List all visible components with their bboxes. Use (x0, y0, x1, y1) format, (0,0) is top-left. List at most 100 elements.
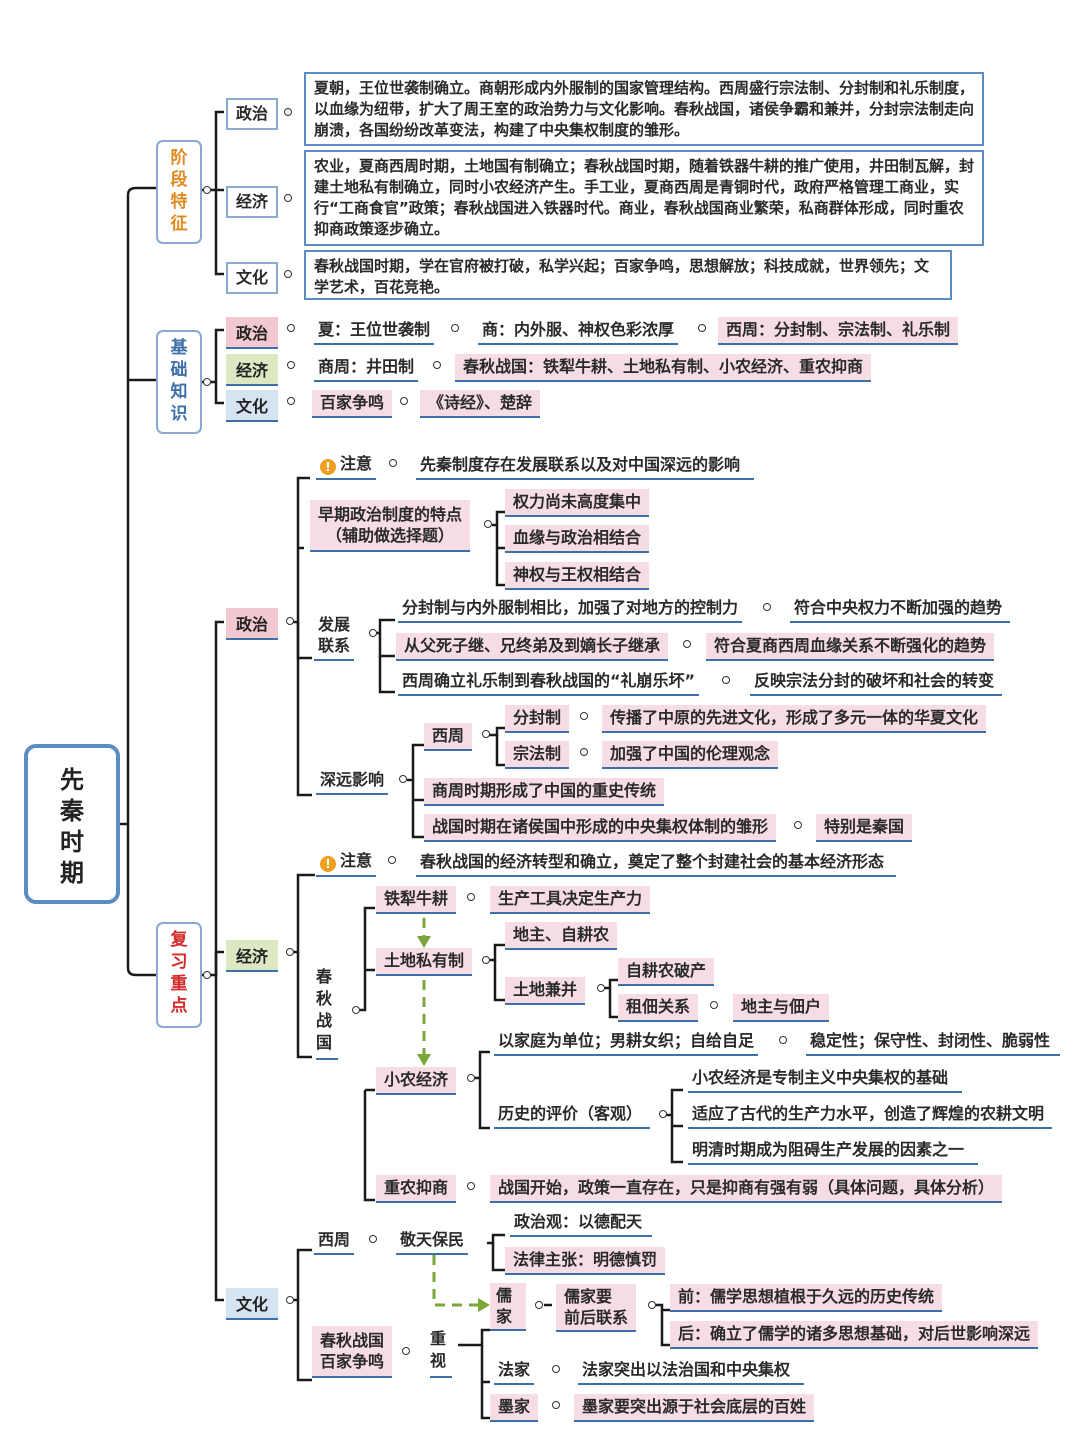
impact-shang: 商周时期形成了中国的重史传统 (424, 778, 665, 806)
impact-warring: 战国时期在诸侯国中形成的中央集权体制的雏形 (424, 814, 777, 842)
connector-dot (451, 324, 459, 332)
politics-note-text: 先秦制度存在发展联系以及对中国深远的影响 (416, 455, 755, 480)
dev-row-a: 从父死子继、兄终弟及到嫡长子继承 (396, 633, 669, 661)
econ-iron-effect: 生产工具决定生产力 (490, 886, 651, 914)
early-politics-features: 早期政治制度的特点（辅助做选择题） (310, 500, 471, 552)
connector-dot (484, 520, 492, 528)
connector-dot (399, 775, 407, 783)
dev-row-a: 分封制与内外服制相比，加强了对地方的控制力 (398, 598, 743, 623)
connector-dot (284, 108, 292, 116)
connector-dot (580, 748, 588, 756)
connector-dot (467, 893, 475, 901)
econ-merge-a: 自耕农破产 (618, 958, 715, 986)
early-feature-item: 神权与王权相结合 (505, 562, 650, 590)
impact-warring-note: 特别是秦国 (816, 814, 913, 842)
basic-culture-label: 文化 (226, 390, 279, 422)
connector-dot (287, 397, 295, 405)
connector-dot (722, 676, 730, 684)
connector-dot (203, 378, 211, 386)
connector-dot (284, 194, 292, 202)
culture-mo-text: 墨家要突出源于社会底层的百姓 (574, 1394, 815, 1422)
culture-jingtian: 敬天保民 (396, 1230, 469, 1255)
connector-dot (369, 629, 377, 637)
culture-focus: 重视 (430, 1328, 452, 1378)
culture-ru-back: 后：确立了儒学的诸多思想基础，对后世影响深远 (670, 1321, 1039, 1349)
branch-basic: 基础知识 (156, 330, 202, 434)
economy-period-label: 春秋战国 (316, 966, 338, 1060)
basic-politics-label: 政治 (226, 317, 279, 349)
connector-dot (203, 186, 211, 194)
econ-eval-item: 明清时期成为阻碍生产发展的因素之一 (688, 1140, 979, 1165)
connector-dot (482, 956, 490, 964)
basic-culture-item: 百家争鸣 (312, 390, 393, 418)
connector-dot (287, 324, 295, 332)
root-topic: 先秦时期 (24, 744, 120, 904)
impact-fengjian-effect: 传播了中原的先进文化，形成了多元一体的华夏文化 (602, 705, 987, 733)
culture-ru: 儒家 (490, 1283, 526, 1331)
connector-dot (763, 603, 771, 611)
econ-small-a2: 稳定性；保守性、封闭性、脆弱性 (806, 1031, 1061, 1056)
econ-iron: 铁犁牛耕 (376, 886, 457, 914)
culture-politics-view: 政治观：以德配天 (510, 1212, 653, 1237)
econ-merge-b: 租佃关系 (618, 994, 699, 1022)
connector-dot (369, 1235, 377, 1243)
stage-economy-text: 农业，夏商西周时期，土地国有制确立；春秋战国时期，随着铁器牛耕的推广使用，井田制… (304, 150, 984, 246)
culture-ru-front: 前：儒学思想植根于久远的历史传统 (670, 1284, 943, 1312)
econ-land-a: 地主、自耕农 (505, 922, 618, 950)
basic-economy-item: 商周：井田制 (314, 357, 419, 382)
review-economy-label: 经济 (226, 940, 279, 972)
econ-small: 小农经济 (376, 1067, 457, 1095)
review-culture-label: 文化 (226, 1288, 279, 1320)
connector-dot (467, 1074, 475, 1082)
warning-icon: ! (320, 459, 336, 475)
culture-fa-text: 法家突出以法治国和中央集权 (578, 1360, 805, 1385)
basic-economy-item: 春秋战国：铁犁牛耕、土地私有制、小农经济、重农抑商 (455, 354, 872, 382)
connector-dot (389, 459, 397, 467)
connector-dot (659, 1110, 667, 1118)
connector-dot (287, 361, 295, 369)
stage-culture-text: 春秋战国时期，学在官府被打破，私学兴起；百家争鸣，思想解放；科技成就，世界领先；… (304, 250, 952, 300)
connector-dot (402, 1347, 410, 1355)
connector-dot (552, 1365, 560, 1373)
connector-dot (482, 730, 490, 738)
connector-dot (400, 397, 408, 405)
econ-eval-item: 小农经济是专制主义中央集权的基础 (688, 1068, 963, 1093)
dev-row-b: 符合夏商西周血缘关系不断强化的趋势 (706, 633, 995, 661)
connector-dot (535, 1301, 543, 1309)
culture-mo: 墨家 (490, 1394, 539, 1422)
connector-dot (580, 712, 588, 720)
early-feature-item: 血缘与政治相结合 (505, 525, 650, 553)
branch-stage: 阶段特征 (156, 140, 202, 244)
connector-dot (794, 821, 802, 829)
culture-law-view: 法律主张：明德慎罚 (505, 1247, 666, 1275)
connector-dot (286, 617, 294, 625)
econ-merge-c: 地主与佃户 (733, 994, 830, 1022)
early-feature-item: 权力尚未高度集中 (505, 489, 650, 517)
basic-politics-item: 西周：分封制、宗法制、礼乐制 (718, 317, 959, 345)
connector-dot (710, 1001, 718, 1009)
stage-politics-label: 政治 (226, 98, 279, 130)
econ-eval-item: 适应了古代的生产力水平，创造了辉煌的农耕文明 (688, 1104, 1053, 1129)
basic-culture-item: 《诗经》、楚辞 (420, 390, 541, 418)
culture-fa: 法家 (494, 1360, 535, 1385)
impact-xizhou: 西周 (424, 723, 473, 751)
dev-row-a: 西周确立礼乐制到春秋战国的“礼崩乐坏” (398, 671, 700, 696)
review-politics-label: 政治 (226, 608, 279, 640)
econ-merge: 土地兼并 (505, 977, 586, 1005)
impact-zongfa: 宗法制 (505, 741, 570, 769)
connector-dot (286, 948, 294, 956)
basic-politics-item: 夏：王位世袭制 (314, 320, 435, 345)
connector-dot (779, 1036, 787, 1044)
connector-dot (698, 324, 706, 332)
warning-icon: ! (320, 856, 336, 872)
basic-politics-item: 商：内外服、神权色彩浓厚 (478, 320, 679, 345)
politics-note-label: !注意 (316, 454, 377, 480)
econ-eval: 历史的评价（客观） (494, 1104, 651, 1129)
connector-dot (683, 640, 691, 648)
connector-dot (388, 856, 396, 864)
culture-ru-link: 儒家要前后联系 (556, 1284, 637, 1332)
econ-land: 土地私有制 (376, 948, 473, 976)
economy-note-text: 春秋战国的经济转型和确立，奠定了整个封建社会的基本经济形态 (416, 852, 897, 877)
connector-dot (433, 361, 441, 369)
